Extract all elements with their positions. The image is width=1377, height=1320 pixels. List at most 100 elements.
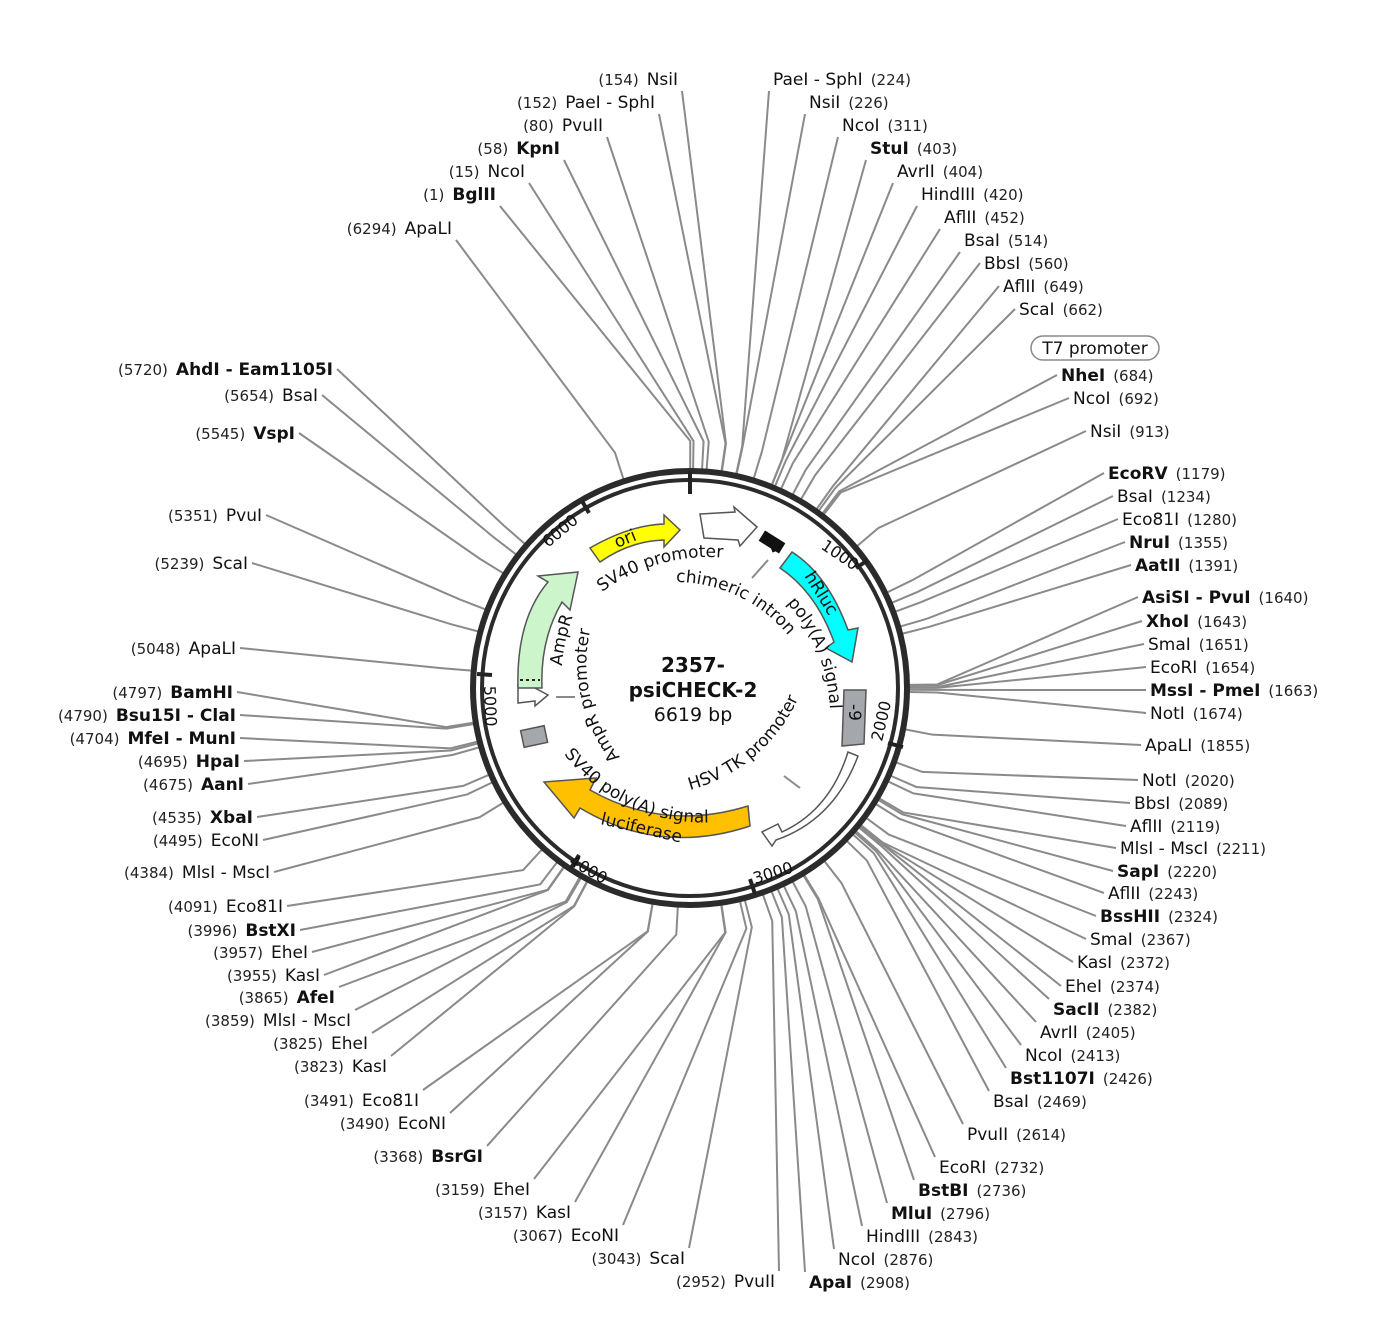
leader-line	[338, 876, 581, 988]
leader-line	[846, 840, 990, 1092]
site-label: MluI(2796)	[891, 1204, 990, 1224]
site-label: (5545)VspI	[195, 424, 295, 444]
leader-line	[499, 205, 692, 470]
leader-line	[390, 881, 589, 1057]
site-label: NotI(1674)	[1150, 704, 1243, 724]
plasmid-name-line1: 2357-	[661, 653, 725, 677]
site-label: (3955)KasI	[227, 966, 320, 986]
site-label: (3825)EheI	[273, 1034, 368, 1054]
site-label: NcoI(692)	[1073, 389, 1159, 409]
site-label: SmaI(1651)	[1148, 635, 1249, 655]
site-label: (4535)XbaI	[152, 808, 253, 828]
site-label: NruI(1355)	[1129, 533, 1228, 553]
site-label: (4695)HpaI	[138, 752, 240, 772]
leader-line	[574, 904, 727, 1203]
leader-line	[894, 518, 1119, 613]
leader-line	[865, 817, 1097, 917]
site-label: ApaLI(1855)	[1145, 736, 1250, 756]
site-label: StuI(403)	[870, 139, 957, 159]
intron-block	[758, 530, 786, 554]
site-label: (3490)EcoNI	[340, 1114, 446, 1134]
site-label: AflII(452)	[944, 208, 1025, 228]
site-label: PvuII(2614)	[967, 1125, 1066, 1145]
site-label: (3996)BstXI	[187, 921, 296, 941]
leader-line	[891, 495, 1114, 604]
leader-line	[817, 308, 1016, 512]
leader-line	[239, 737, 478, 750]
site-label: PaeI - SphI(224)	[773, 70, 911, 90]
leader-line	[354, 877, 582, 1011]
leader-lines	[236, 90, 1147, 1273]
leader-line	[800, 262, 981, 500]
leader-line	[286, 848, 543, 907]
hsv-tk-promoter-arrow	[760, 751, 859, 848]
site-label: (3159)EheI	[435, 1180, 530, 1200]
leader-line	[247, 746, 480, 785]
site-label: BssHII(2324)	[1100, 907, 1218, 927]
hsv-leader	[783, 775, 801, 789]
leader-line	[455, 239, 625, 480]
leader-line	[371, 880, 588, 1034]
leader-line	[528, 182, 695, 470]
leader-line	[856, 430, 1087, 547]
t7-promoter-box	[1030, 335, 1160, 361]
site-label: AflII(649)	[1003, 277, 1084, 297]
leader-line	[886, 472, 1105, 594]
leader-line	[761, 894, 780, 1272]
leader-line	[770, 890, 806, 1273]
site-label: BsaI(2469)	[993, 1092, 1087, 1112]
marker-9-box	[841, 689, 867, 747]
leader-line	[533, 904, 727, 1180]
site-label: BsaI(514)	[964, 231, 1048, 251]
luciferase-arrow	[542, 777, 751, 839]
site-label: BsaI(1234)	[1117, 487, 1211, 507]
site-label: SapI(2220)	[1117, 862, 1217, 882]
site-label: Eco81I(1280)	[1122, 510, 1237, 530]
site-label: (152)PaeI - SphI	[517, 93, 655, 113]
site-label: AvrII(2405)	[1040, 1023, 1136, 1043]
leader-line	[273, 801, 504, 873]
leader-line	[887, 780, 1127, 827]
t7-promoter-tag: T7 promoter	[1030, 335, 1160, 361]
ruler-tick-6000	[580, 499, 591, 515]
site-label: NcoI(2876)	[838, 1250, 933, 1270]
leader-line	[688, 899, 753, 1249]
leader-line	[563, 159, 705, 470]
site-label: (3043)ScaI	[592, 1249, 685, 1269]
leader-line	[299, 861, 558, 931]
site-label: (3067)EcoNI	[513, 1226, 619, 1246]
site-label: ApaI(2908)	[809, 1273, 910, 1293]
site-label: (58)KpnI	[477, 139, 560, 159]
site-label: (5654)BsaI	[224, 386, 318, 406]
site-label: EheI(2374)	[1065, 977, 1160, 997]
leader-line	[622, 900, 748, 1226]
site-label: (4790)Bsu15I - ClaI	[58, 706, 236, 726]
leader-line	[823, 860, 964, 1125]
leader-line	[901, 564, 1132, 635]
leader-line	[771, 182, 894, 486]
site-label: NheI(684)	[1061, 366, 1154, 386]
site-label: (4675)AanI	[143, 775, 244, 795]
site-label: (4797)BamHI	[112, 683, 233, 703]
site-label: EcoRI(1654)	[1150, 658, 1255, 678]
restriction-site-labels: (154)NsiI(152)PaeI - SphI(80)PvuII(58)Kp…	[58, 70, 1318, 1293]
leader-line	[265, 514, 486, 611]
ruler-tick-3000	[748, 878, 757, 895]
site-label: KasI(2372)	[1077, 953, 1170, 973]
site-label: (4495)EcoNI	[153, 831, 259, 851]
leader-line	[908, 666, 1147, 689]
leader-line	[449, 903, 654, 1114]
site-label: AflII(2243)	[1108, 884, 1198, 904]
ruler-tick-4000	[569, 853, 581, 870]
site-label: XhoI(1643)	[1146, 612, 1247, 632]
leader-line	[904, 728, 1142, 746]
site-label: (3368)BsrGI	[373, 1147, 483, 1167]
leader-line	[236, 691, 474, 729]
site-label: NsiI(913)	[1090, 422, 1170, 442]
ori-arrow	[588, 513, 682, 564]
site-label: (1)BglII	[423, 185, 496, 205]
sv40-polya-box	[519, 724, 549, 749]
leader-line	[735, 113, 806, 475]
site-label: AatII(1391)	[1135, 556, 1238, 576]
